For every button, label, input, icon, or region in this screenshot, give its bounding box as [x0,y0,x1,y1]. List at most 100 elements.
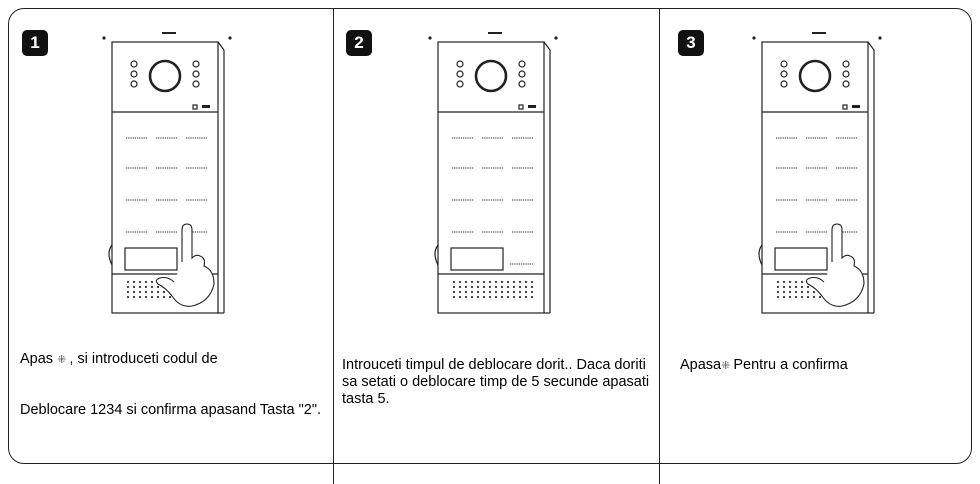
speaker-hole [470,280,474,284]
speaker-hole [782,295,786,299]
camera-lens [148,59,182,93]
hash-key-icon: ⁜ [721,360,730,372]
speaker-hole [464,280,468,284]
speaker-hole [512,290,516,294]
speaker-hole [806,290,810,294]
caption-text: Pentru a confirma [729,357,848,373]
speaker-hole [126,295,130,299]
speaker-hole [530,280,534,284]
led-indicator [130,80,138,88]
speaker-hole [144,285,148,289]
speaker-hole [132,295,136,299]
speaker-hole [518,295,522,299]
led-indicator [192,70,200,78]
speaker-hole [512,285,516,289]
intercom-device-illustration [428,32,558,314]
speaker-hole [132,290,136,294]
speaker-hole [800,285,804,289]
led-indicator [192,60,200,68]
speaker-hole [476,290,480,294]
speaker-hole [800,295,804,299]
intercom-device-illustration [752,32,882,314]
speaker-hole [150,280,154,284]
speaker-hole [126,285,130,289]
speaker-hole [156,290,160,294]
screw-dot [752,36,756,40]
status-light [192,104,198,110]
step-caption: Introuceti timpul de deblocare dorit.. D… [342,357,650,407]
side-edge [543,41,551,51]
speaker-hole [482,280,486,284]
keypad-display [450,247,504,271]
device-body [761,41,869,314]
mount-knob [434,244,439,266]
status-bar [202,105,210,108]
speaker-hole [488,295,492,299]
speaker-hole [776,285,780,289]
speaker-hole [794,285,798,289]
speaker-hole [806,285,810,289]
side-edge [867,41,875,51]
speaker-hole [506,290,510,294]
speaker-hole [168,295,172,299]
status-light [518,104,524,110]
step-number-badge: 2 [346,30,372,56]
mount-knob [108,244,113,266]
speaker-hole [506,295,510,299]
screw-dot [102,36,106,40]
speaker-hole [126,280,130,284]
step-number-badge: 3 [678,30,704,56]
speaker-hole [470,290,474,294]
speaker-hole [782,285,786,289]
speaker-hole [800,290,804,294]
speaker-hole [806,295,810,299]
speaker-hole [452,285,456,289]
speaker-hole [494,295,498,299]
led-indicator [780,70,788,78]
speaker-hole [524,285,528,289]
screw-dot [428,36,432,40]
speaker-hole [518,280,522,284]
speaker-hole [126,290,130,294]
speaker-hole [470,285,474,289]
speaker-hole [530,290,534,294]
speaker-hole [458,290,462,294]
speaker-hole [150,290,154,294]
led-indicator [842,70,850,78]
speaker-hole [776,280,780,284]
screw-dot [878,36,882,40]
led-indicator [130,70,138,78]
speaker-hole [452,295,456,299]
screw-dot [228,36,232,40]
speaker-hole [506,285,510,289]
speaker-hole [524,280,528,284]
speaker-hole [452,290,456,294]
speaker-hole [800,280,804,284]
speaker-hole [476,280,480,284]
speaker-hole [144,280,148,284]
speaker-hole [464,285,468,289]
speaker-hole [512,280,516,284]
speaker-hole [500,280,504,284]
speaker-hole [162,295,166,299]
speaker-hole [818,295,822,299]
speaker-hole [794,290,798,294]
device-body [111,41,219,314]
speaker-hole [500,295,504,299]
led-indicator [842,60,850,68]
speaker-hole [138,285,142,289]
led-indicator [456,60,464,68]
side-edge [217,41,225,51]
caption-text: , si introduceti codul de [69,351,218,367]
speaker-hole [488,290,492,294]
caption-text: Apasa [680,357,722,373]
step-caption-line-1: Apasa⁜ Pentru a confirma [680,357,968,375]
speaker-hole [524,290,528,294]
intercom-device-illustration [102,32,232,314]
speaker-hole [452,280,456,284]
led-indicator [456,70,464,78]
speaker-hole [812,295,816,299]
speaker-hole [518,290,522,294]
led-indicator [780,60,788,68]
speaker-hole [512,295,516,299]
